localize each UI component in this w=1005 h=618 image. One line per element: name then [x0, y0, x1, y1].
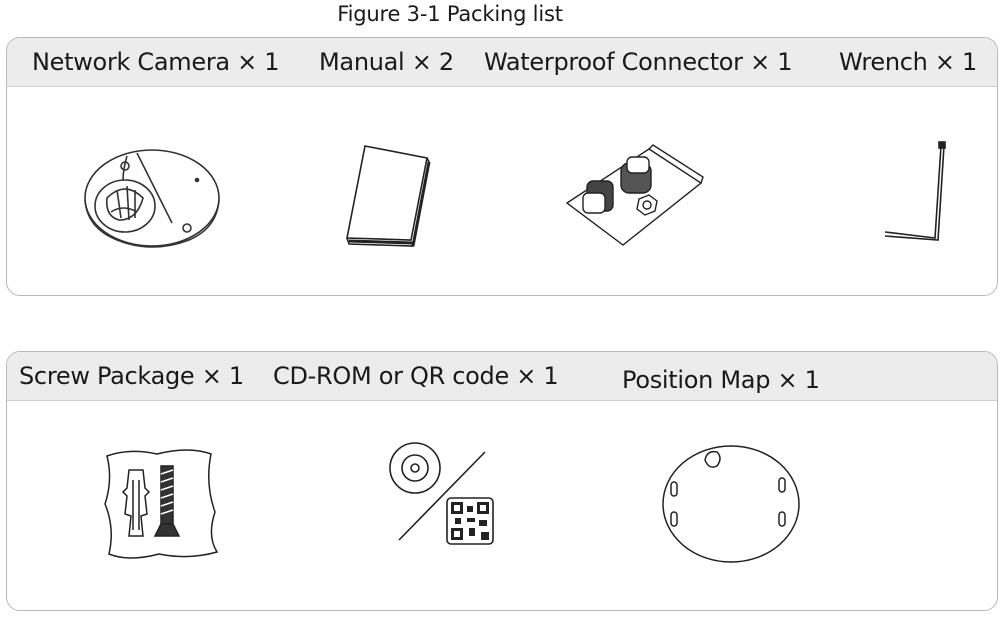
item-label-network-camera: Network Camera × 1 [32, 48, 280, 76]
item-label-screw-package: Screw Package × 1 [19, 362, 244, 390]
item-label-waterproof-connector: Waterproof Connector × 1 [484, 48, 793, 76]
manual-icon [335, 138, 435, 250]
figure-caption: Figure 3-1 Packing list [337, 2, 563, 26]
screw-package-icon [99, 444, 221, 562]
packing-panel-1: Network Camera × 1 Manual × 2 Waterproof… [6, 37, 998, 296]
wrench-icon [873, 138, 953, 250]
network-camera-icon [77, 128, 227, 258]
cd-rom-qr-code-icon [385, 440, 503, 550]
packing-panel-2: Screw Package × 1 CD-ROM or QR code × 1 … [6, 351, 998, 611]
item-label-wrench: Wrench × 1 [839, 48, 978, 76]
item-label-position-map: Position Map × 1 [622, 366, 820, 394]
position-map-icon [657, 440, 805, 564]
panel-2-header [7, 352, 997, 401]
item-label-cd-rom-qr-code: CD-ROM or QR code × 1 [273, 362, 559, 390]
waterproof-connector-icon [557, 141, 707, 249]
panel-1-header [7, 38, 997, 87]
item-label-manual: Manual × 2 [319, 48, 454, 76]
